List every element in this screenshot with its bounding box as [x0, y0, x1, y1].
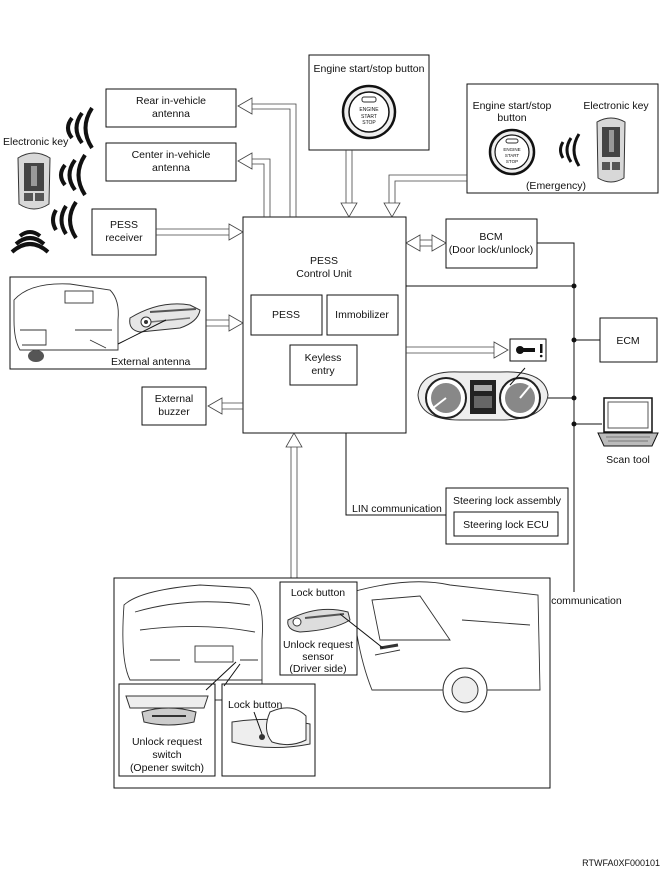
- button-face-2: START: [361, 114, 377, 120]
- lin-communication-label: LIN communication: [352, 503, 442, 515]
- ecm-box: ECM: [599, 317, 658, 363]
- signal-waves-left: [10, 106, 94, 254]
- arrowhead-bcm-left: [405, 234, 421, 252]
- can-junction-3: [571, 395, 577, 401]
- steering-lock-assembly-label: Steering lock assembly: [453, 495, 562, 507]
- emergency-engine-label-2: button: [497, 112, 526, 124]
- arrow-to-center-antenna-2: [250, 163, 265, 217]
- emergency-label: (Emergency): [526, 180, 586, 192]
- pess-receiver-box: PESS receiver: [91, 208, 157, 256]
- arrowhead-panel: [285, 432, 303, 448]
- pess-receiver-label-1: PESS: [110, 219, 138, 231]
- lock-button-driver-label: Lock button: [291, 587, 345, 599]
- lock-button-rear-label: Lock button: [228, 699, 282, 711]
- pess-box: [250, 294, 323, 336]
- rear-callout-line: [223, 663, 241, 687]
- engine-button-label: Engine start/stop button: [314, 63, 425, 75]
- can-junction-1: [571, 283, 577, 289]
- arrowhead-emergency: [383, 202, 401, 218]
- control-unit-label-2: Control Unit: [296, 268, 352, 280]
- lin-line: [345, 433, 446, 516]
- external-antenna-panel: External antenna: [9, 276, 207, 370]
- scan-tool-label: Scan tool: [606, 454, 650, 466]
- unlock-sensor-label-1: Unlock request: [283, 639, 353, 651]
- button-face-3: STOP: [362, 120, 376, 126]
- opener-callout-line: [205, 661, 237, 691]
- arrow-emergency-to-cu-2: [394, 180, 467, 205]
- arrowhead-ext-antenna: [228, 314, 244, 332]
- arrowhead-center-antenna: [237, 152, 253, 170]
- center-antenna-label-1: Center in-vehicle: [132, 149, 211, 161]
- bcm-label-2: (Door lock/unlock): [449, 244, 534, 256]
- vehicle-switch-panel: Lock button Unlock request sensor (Drive…: [113, 577, 551, 789]
- emergency-key-label: Electronic key: [583, 100, 649, 112]
- external-buzzer-label-2: buzzer: [158, 406, 190, 418]
- engine-button-box: Engine start/stop button ENGINE START ST…: [308, 54, 430, 151]
- button-face-1: ENGINE: [359, 107, 379, 113]
- pess-receiver-label-2: receiver: [105, 232, 143, 244]
- arrowhead-rear-antenna: [237, 97, 253, 115]
- meter-cluster-icon: [417, 371, 549, 421]
- rear-antenna-label-1: Rear in-vehicle: [136, 95, 206, 107]
- unlock-sensor-label-3: (Driver side): [289, 663, 346, 675]
- immobilizer-box: [326, 294, 399, 336]
- electronic-key-label: Electronic key: [3, 136, 69, 148]
- immobilizer-label: Immobilizer: [335, 309, 389, 321]
- can-bus-line: [537, 242, 575, 592]
- pess-label: PESS: [272, 309, 300, 321]
- arrowhead-receiver: [228, 223, 244, 241]
- pess-control-unit: PESS Control Unit PESS Immobilizer Keyle…: [242, 216, 407, 434]
- key-indicator-icon: [509, 338, 547, 362]
- keyless-entry-label-1: Keyless: [305, 352, 342, 364]
- rear-antenna-label-2: antenna: [152, 108, 190, 120]
- ecm-label: ECM: [616, 335, 639, 347]
- em-button-face-3: STOP: [506, 159, 518, 164]
- emergency-engine-label-1: Engine start/stop: [473, 100, 552, 112]
- keyless-entry-box: [289, 344, 358, 386]
- steering-lock-ecu-label: Steering lock ECU: [463, 519, 549, 531]
- driver-callout-line: [339, 613, 384, 649]
- em-button-face-1: ENGINE: [503, 147, 520, 152]
- rear-antenna-box: Rear in-vehicle antenna: [105, 88, 237, 128]
- steering-lock-ecu-box: [453, 511, 559, 537]
- external-buzzer-box: External buzzer: [141, 386, 207, 426]
- unlock-sensor-label-2: sensor: [302, 651, 334, 663]
- arrowhead-buzzer: [207, 397, 223, 415]
- arrowhead-engine-button: [340, 202, 358, 218]
- arrowhead-bcm-right: [431, 234, 447, 252]
- scan-tool-icon: Scan tool: [597, 397, 659, 466]
- figure-code: RTWFA0XF000101: [582, 858, 660, 868]
- arrowhead-indicator: [493, 341, 509, 359]
- unlock-switch-label-2: switch: [152, 749, 181, 761]
- bcm-label-1: BCM: [479, 231, 502, 243]
- can-junction-2: [571, 337, 577, 343]
- control-unit-label-1: PESS: [310, 255, 338, 267]
- steering-lock-assembly-box: Steering lock assembly Steering lock ECU: [445, 487, 569, 545]
- em-button-face-2: START: [505, 153, 520, 158]
- center-antenna-label-2: antenna: [152, 162, 190, 174]
- meter-callout-line: [509, 367, 526, 386]
- unlock-switch-label-3: (Opener switch): [130, 762, 204, 774]
- emergency-panel: Engine start/stop button Electronic key …: [466, 83, 659, 194]
- bcm-box: BCM (Door lock/unlock): [445, 218, 538, 269]
- external-antenna-label: External antenna: [111, 356, 191, 368]
- electronic-key-icon: [17, 152, 51, 210]
- external-buzzer-label-1: External: [155, 393, 194, 405]
- unlock-switch-label-1: Unlock request: [132, 736, 202, 748]
- can-junction-4: [571, 421, 577, 427]
- keyless-entry-label-2: entry: [311, 365, 335, 377]
- center-antenna-box: Center in-vehicle antenna: [105, 142, 237, 182]
